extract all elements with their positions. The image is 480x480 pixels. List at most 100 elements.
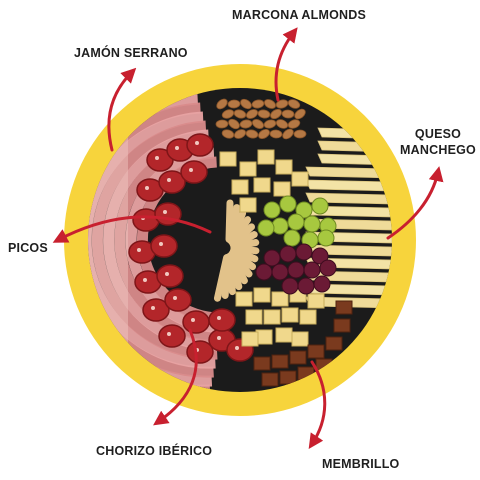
arrow-icon [308,360,327,449]
cheese-cube [281,307,299,323]
red-grape [255,263,273,281]
almond [240,98,252,110]
membrillo-cube [279,370,297,385]
almond [233,129,247,139]
red-grape [271,263,289,281]
chorizo-fat-dot [163,210,167,214]
almond [257,109,271,119]
almond [293,129,307,139]
manchego-wedge [305,166,392,179]
manchego-wedge [305,192,392,205]
cheese-cube [235,291,253,307]
cheese-cube [239,197,257,213]
chorizo-fat-dot [175,146,179,150]
chorizo-fat-dot [191,318,195,322]
chorizo-fat-dot [195,141,199,145]
label-queso-manchego: QUESO MANCHEGO [400,126,476,158]
arrow-icon [52,215,212,243]
green-grape [317,229,335,247]
chorizo-fat-dot [217,316,221,320]
red-grape [313,275,331,293]
membrillo-cube [307,344,325,359]
almond [239,119,253,129]
arrow-icon [274,27,298,102]
green-grape [311,197,329,215]
almond [258,128,270,140]
chorizo-round [156,264,184,288]
chorizo-fat-dot [189,168,193,172]
almond [228,118,240,130]
manchego-wedge [305,179,392,192]
picos-stick [213,254,231,302]
cheese-cube [271,291,289,307]
chorizo-fat-dot [167,178,171,182]
label-picos: PICOS [8,241,48,255]
chorizo-round [180,160,208,184]
chorizo-round [158,324,186,348]
arrow-icon [153,328,198,426]
label-queso-line2: MANCHEGO [400,143,476,157]
membrillo-cube [335,300,353,315]
chorizo-fat-dot [143,278,147,282]
cheese-cube [307,293,325,309]
membrillo-cube [333,318,351,333]
almond [281,109,295,119]
cheese-cube [273,181,291,197]
almond [270,108,282,120]
arrow-icon [107,67,137,152]
green-grape [287,213,305,231]
membrillo-cube [289,350,307,365]
label-queso-line1: QUESO [414,127,462,141]
chorizo-fat-dot [165,272,169,276]
red-grape [263,249,281,267]
cheese-cube [253,177,271,193]
cheese-cube [219,151,237,167]
cheese-cube [239,161,257,177]
red-grape [311,247,329,265]
red-grape [279,245,297,263]
jamon-slice [88,102,214,378]
almond [227,99,241,109]
green-grape [279,195,297,213]
almond [287,99,301,109]
almond [263,119,277,129]
almond [252,119,264,129]
green-grape [257,219,275,237]
cheese-cube [275,159,293,175]
cheese-cube [245,309,263,325]
cheese-cube [231,179,249,195]
chorizo-fat-dot [235,346,239,350]
red-grape [319,259,337,277]
picos-breadsticks [213,199,260,302]
red-grape [297,277,315,295]
arrow-icon [386,166,444,240]
label-chorizo-iberico: CHORIZO IBÉRICO [96,444,213,458]
membrillo-cube [271,354,289,369]
marcona-almonds [215,98,307,140]
almond [275,99,289,109]
cheese-cube [291,171,309,187]
almond [269,129,283,139]
label-marcona-almonds: MARCONA ALMONDS [232,8,367,22]
almond [287,119,301,129]
chorizo-fat-dot [151,306,155,310]
chorizo-round [150,234,178,258]
green-grape [283,229,301,247]
red-grape [281,277,299,295]
chorizo-fat-dot [167,332,171,336]
membrillo-cubes [253,300,353,387]
chorizo-round [208,308,236,332]
almond [221,109,235,119]
almond [263,99,277,109]
green-grape [263,201,281,219]
chorizo-round [142,298,170,322]
chorizo-round [164,288,192,312]
cheese-cube [257,149,275,165]
jamon-slice [88,111,216,369]
chorizo-round [182,310,210,334]
almond [216,98,228,110]
cheese-cube [275,327,293,343]
cheese-cube [253,287,271,303]
